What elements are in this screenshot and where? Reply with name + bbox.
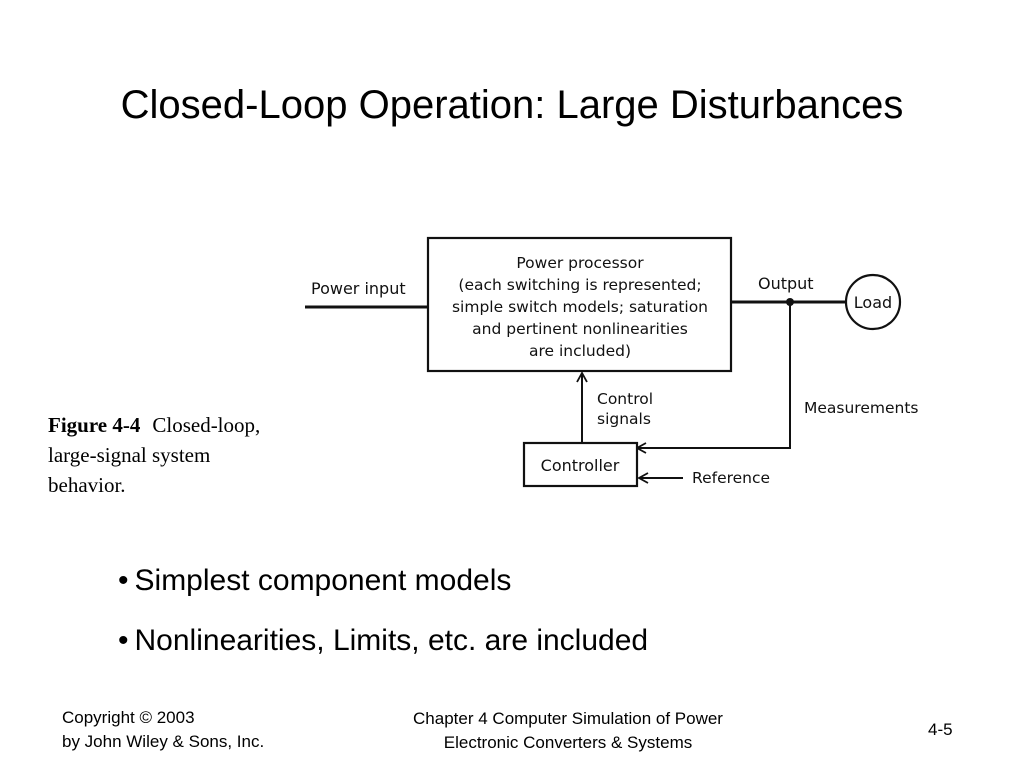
footer-chapter: Chapter 4 Computer Simulation of Power E… (356, 707, 780, 755)
measurement-feedback-line (635, 302, 791, 454)
publisher-line: by John Wiley & Sons, Inc. (62, 732, 265, 751)
output-label: Output (758, 274, 814, 293)
reference-label: Reference (692, 469, 770, 487)
control-signals-line-2: signals (597, 410, 651, 428)
power-processor-block (426, 236, 733, 373)
power-processor-line-1: Power processor (516, 254, 644, 272)
slide-title: Closed-Loop Operation: Large Disturbance… (120, 83, 904, 127)
chapter-line-1: Chapter 4 Computer Simulation of Power (413, 709, 723, 728)
figure-caption-text: Closed-loop, large-signal system behavio… (48, 413, 261, 497)
power-processor-line-4: and pertinent nonlinearities (472, 320, 688, 338)
bullet-item: Simplest component models (118, 562, 648, 600)
power-processor-text: Power processor (each switching is repre… (452, 254, 708, 360)
chapter-line-2: Electronic Converters & Systems (443, 733, 693, 752)
controller-block (522, 441, 639, 488)
controller-label: Controller (541, 456, 620, 475)
copyright-line: Copyright © 2003 (62, 708, 195, 727)
bullet-item: Nonlinearities, Limits, etc. are include… (118, 622, 649, 660)
power-processor-line-5: are included) (529, 342, 631, 360)
measurements-label: Measurements (804, 399, 919, 417)
load-label: Load (854, 293, 892, 312)
load-node (844, 273, 902, 331)
footer-copyright: Copyright © 2003 by John Wiley & Sons, I… (62, 706, 264, 754)
power-processor-line-2: (each switching is represented; (458, 276, 701, 294)
page-number: 4-5 (928, 720, 953, 739)
figure-number: Figure 4-4 (48, 413, 141, 437)
bullet-list: Simplest component models Nonlinearities… (118, 562, 649, 682)
power-input-label: Power input (311, 279, 406, 298)
power-processor-line-3: simple switch models; saturation (452, 298, 708, 316)
control-signals-line-1: Control (597, 390, 653, 408)
